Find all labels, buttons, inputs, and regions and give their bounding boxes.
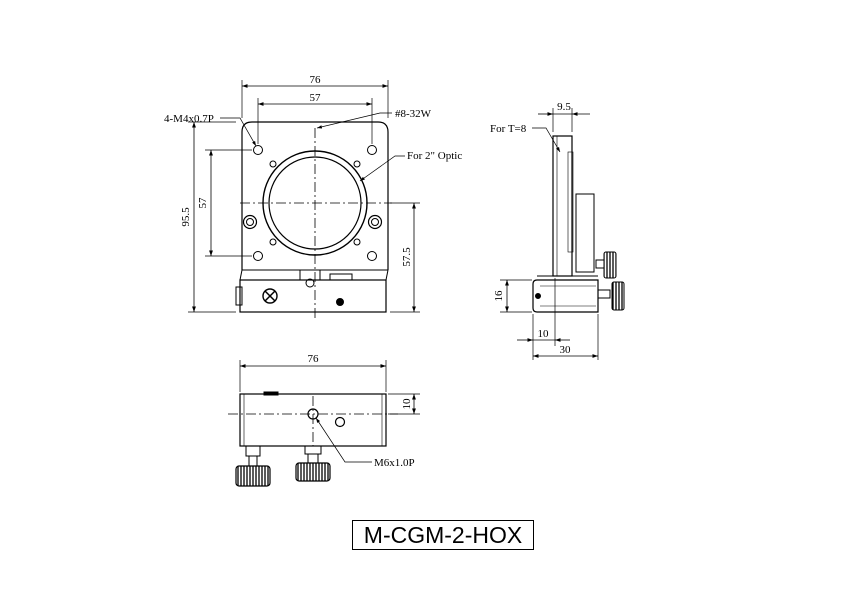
dim-front-width: 76 [310,74,322,86]
callout-thickness: For T=8 [490,123,527,135]
upper-knob [603,251,617,279]
dim-bottom-width: 76 [308,353,320,365]
adjuster-screw [242,214,258,230]
dim-side-base-height: 16 [493,290,505,302]
bottom-knob-right [295,462,331,482]
lock-screw [262,288,278,304]
callout-optic: For 2" Optic [407,150,462,162]
mount-hole [367,251,377,261]
front-plate-outline [241,121,389,270]
bottom-view-labels: 76 10 M6x1.0P [308,353,415,469]
lower-knob [611,281,625,311]
mount-hole [253,145,263,155]
adjuster-screw [367,214,383,230]
aux-hole [334,416,346,428]
callout-mount-holes: 4-M4x0.7P [164,113,214,125]
side-rear-plate [575,193,595,273]
dim-side-setback: 10 [538,328,550,340]
callout-top-thread: #8-32W [395,108,432,120]
front-view-labels: 76 57 95.5 57 57.5 4-M4x0.7P #8-32W For … [164,74,462,267]
side-view-labels: 9.5 16 10 30 For T=8 [490,101,571,356]
model-name: M-CGM-2-HOX [363,521,523,548]
model-title-box: M-CGM-2-HOX [352,520,534,550]
side-plate [552,135,573,277]
front-base [239,279,387,313]
mount-hole [253,251,263,261]
front-view [188,80,420,318]
dim-front-center-height: 57.5 [401,247,413,267]
dim-front-hole-width: 57 [310,92,322,104]
dim-front-height: 95.5 [180,207,192,227]
dim-side-depth: 30 [560,344,572,356]
side-view [500,108,625,360]
bottom-view [228,360,420,487]
dim-bottom-depth: 10 [401,398,413,410]
dim-side-thickness: 9.5 [557,101,571,113]
side-base [532,279,599,313]
bottom-knob-left [235,465,271,487]
callout-m6-thread: M6x1.0P [374,457,415,469]
mount-hole [367,145,377,155]
dim-front-hole-height: 57 [197,197,209,209]
